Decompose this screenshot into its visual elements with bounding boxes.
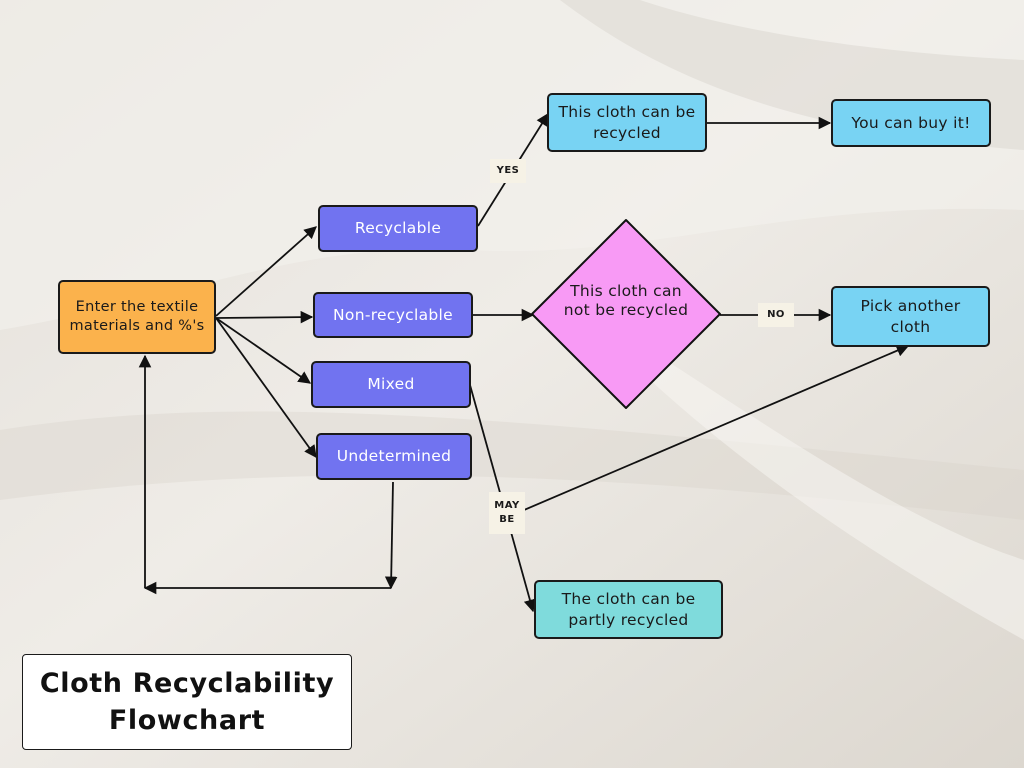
edge-enter-mixed — [215, 317, 312, 384]
node-non-recyclable: Non-recyclable — [313, 292, 473, 338]
page-title: Cloth Recyclability Flowchart — [22, 654, 352, 750]
node-partly-recycled: The cloth can be partly recycled — [534, 580, 723, 639]
node-enter-materials: Enter the textile materials and %'s — [58, 280, 216, 354]
node-undetermined: Undetermined — [316, 433, 472, 480]
edge-enter-undetermined — [215, 317, 317, 459]
node-pick-another: Pick another cloth — [831, 286, 990, 347]
node-can-be-recycled: This cloth can be recycled — [547, 93, 707, 152]
edge-enter-nonrecyclable — [215, 310, 314, 324]
decision-diamond — [531, 219, 721, 409]
edge-label-yes: YES — [490, 159, 526, 183]
edge-maybe-pick — [509, 344, 910, 517]
edge-label-maybe: MAY BE — [489, 492, 525, 534]
edge-enter-recyclable — [215, 226, 317, 317]
node-recyclable: Recyclable — [318, 205, 478, 252]
node-mixed: Mixed — [311, 361, 471, 408]
edge-undetermined-loop — [384, 481, 398, 590]
edge-label-no: NO — [758, 303, 794, 327]
node-buy-it: You can buy it! — [831, 99, 991, 147]
node-not-recycled-label: This cloth can not be recycled — [563, 282, 689, 319]
